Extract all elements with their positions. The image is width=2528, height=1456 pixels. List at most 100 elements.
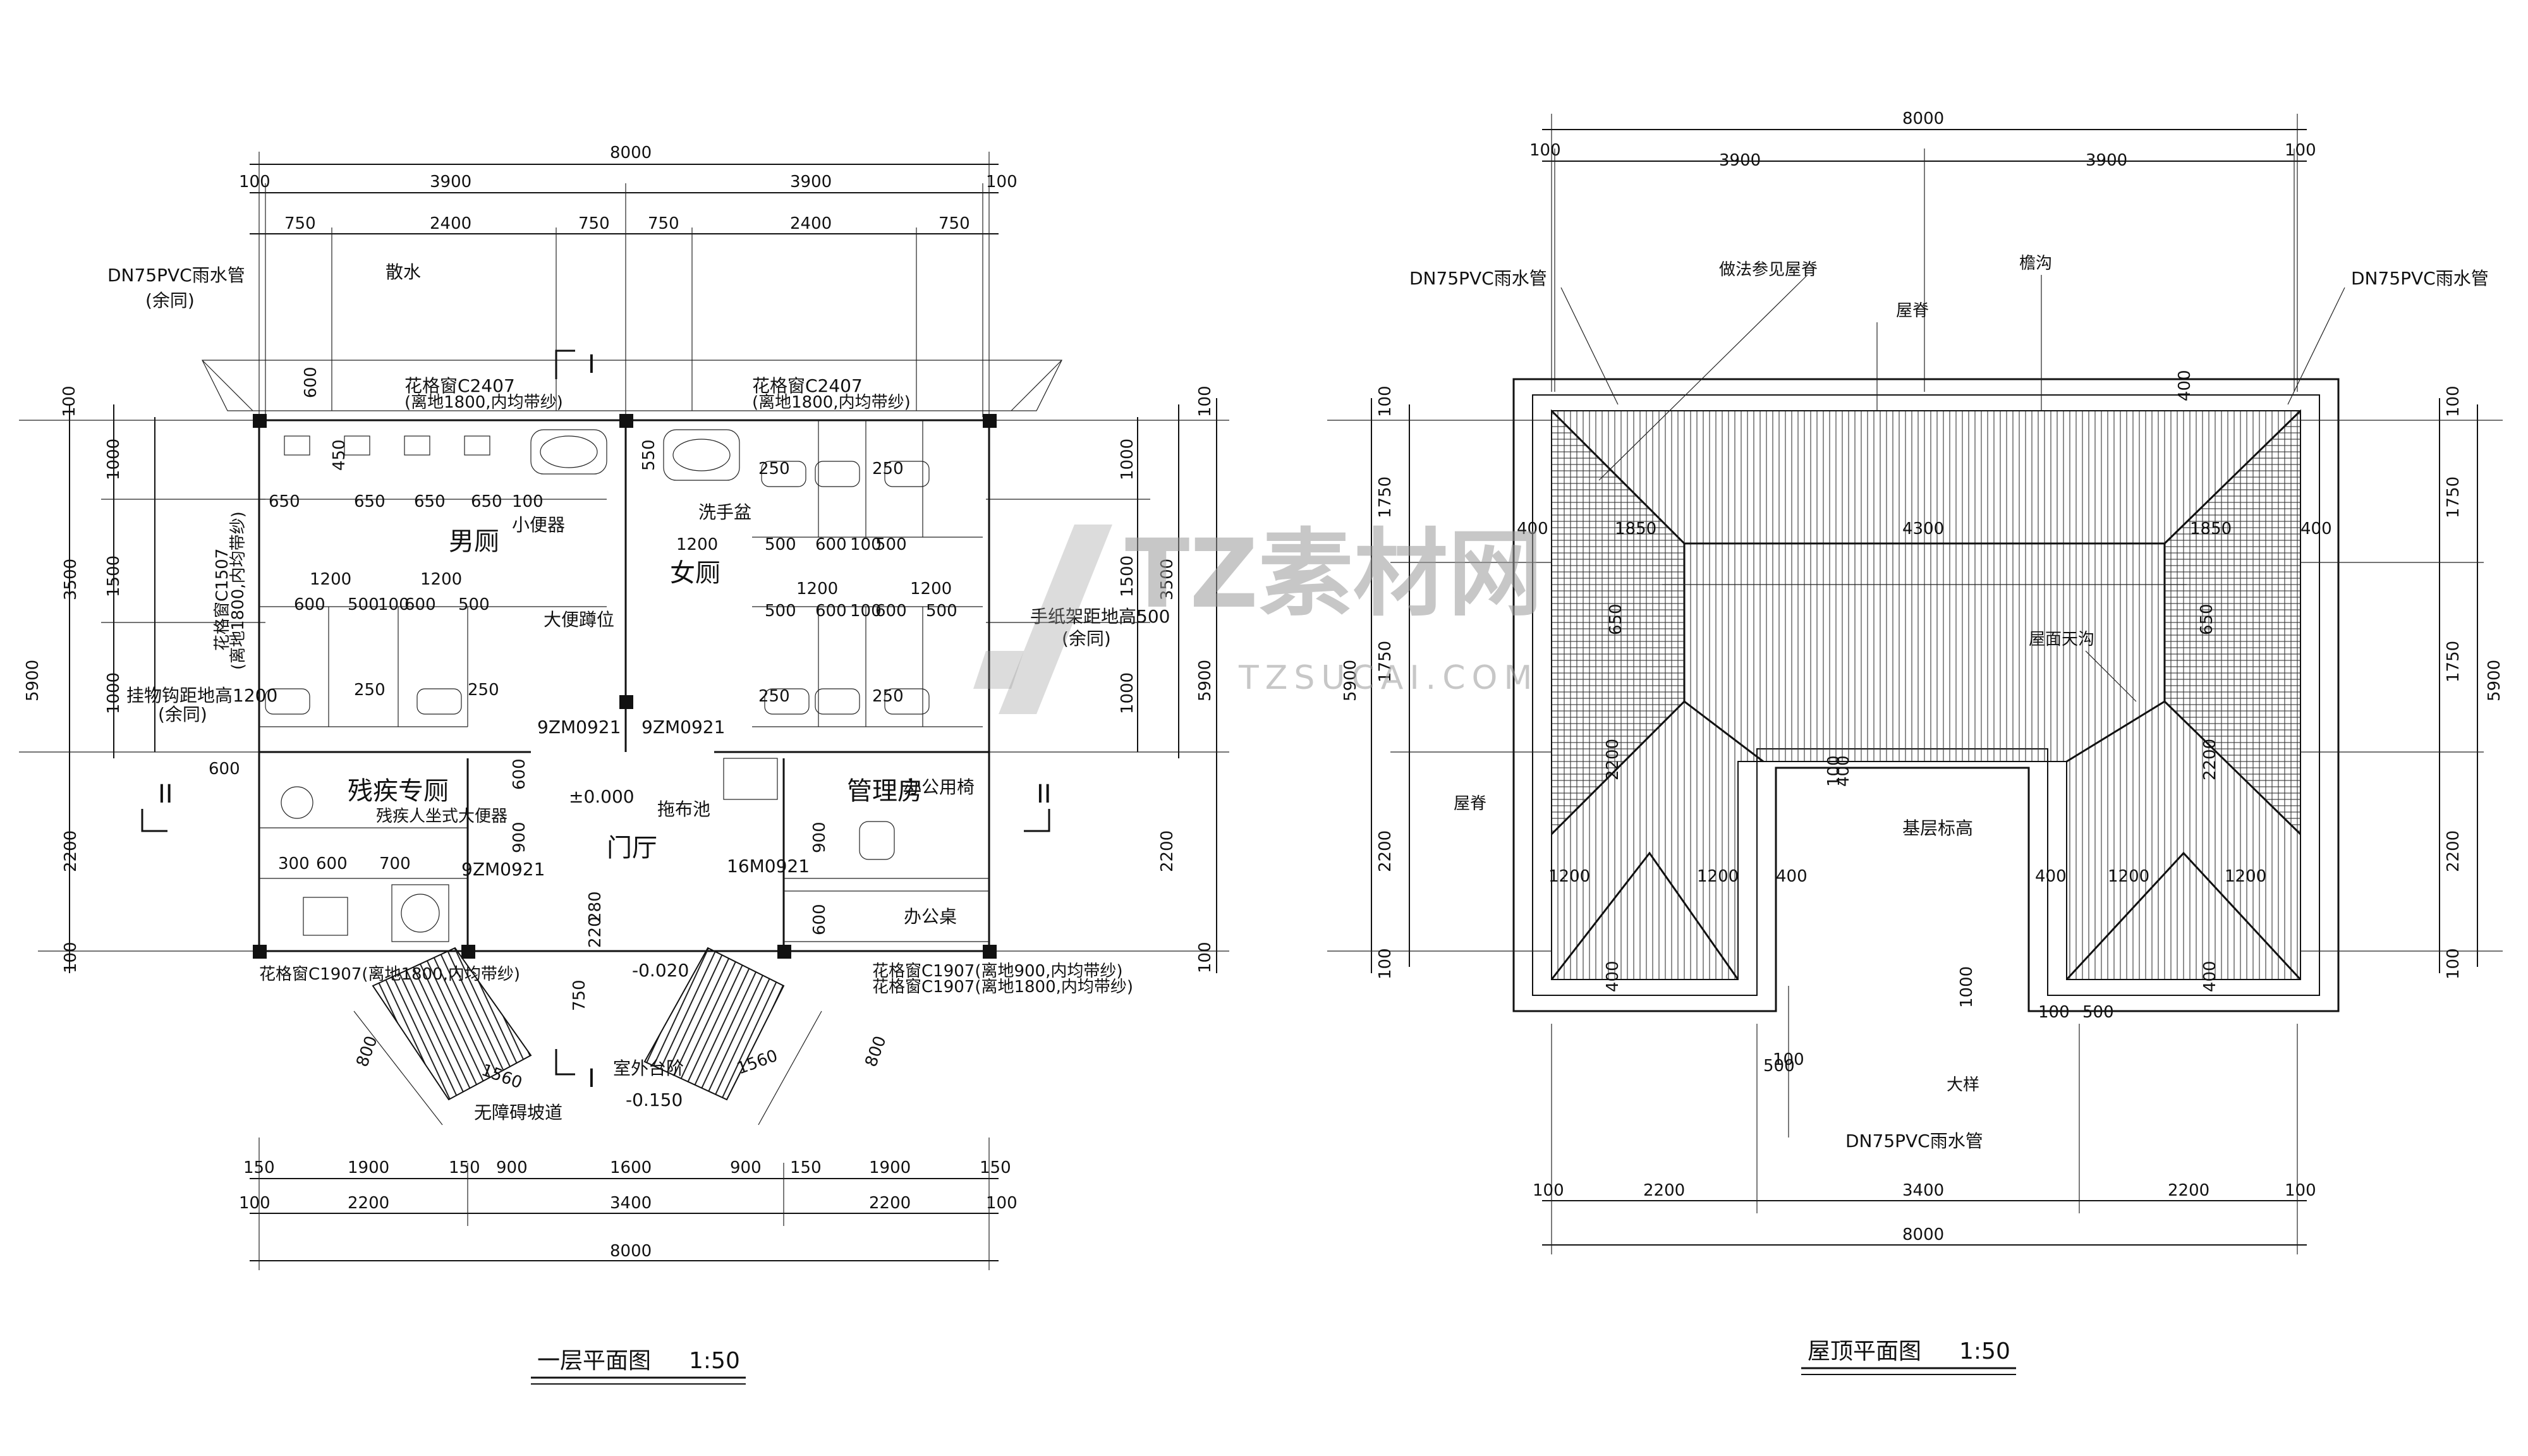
svg-text:100: 100 <box>2038 1003 2070 1022</box>
dim-right-edge-b: 100 <box>1196 942 1215 973</box>
roof-dim-100a: 100 <box>1529 141 1561 160</box>
svg-text:600: 600 <box>294 595 325 614</box>
label-steps: 室外台阶 <box>613 1058 684 1079</box>
svg-text:5900: 5900 <box>2485 660 2504 701</box>
label-win-br1: 花格窗C1907(离地900,内均带纱) <box>872 962 1123 981</box>
level-1: -0.020 <box>632 960 689 981</box>
dim-right-1000a: 1000 <box>1118 439 1137 480</box>
dim-b-150a: 150 <box>243 1158 275 1177</box>
label-urinal: 小便器 <box>512 514 565 535</box>
dim-b-1900b: 1900 <box>869 1158 911 1177</box>
dim-seg-6: 750 <box>939 214 970 233</box>
floor-labels: 男厕 女厕 残疾专厕 管理房 门厅 DN75PVC雨水管 (余同) 散水 花格窗… <box>107 262 1170 1123</box>
svg-text:250: 250 <box>468 681 499 700</box>
label-win-br2: 花格窗C1907(离地1800,内均带纱) <box>872 978 1133 997</box>
svg-text:500: 500 <box>875 535 907 554</box>
svg-text:400: 400 <box>2300 519 2332 538</box>
dim-b-1900a: 1900 <box>348 1158 389 1177</box>
svg-text:400: 400 <box>1603 961 1622 992</box>
dim-b-8000: 8000 <box>610 1242 652 1261</box>
label-win-bl: 花格窗C1907(离地1800,内均带纱) <box>259 965 520 984</box>
room-women: 女厕 <box>670 559 720 588</box>
room-manager: 管理房 <box>847 777 923 806</box>
svg-text:500: 500 <box>765 602 796 621</box>
svg-text:600: 600 <box>510 758 529 790</box>
watermark-cn: TZ素材网 <box>1125 519 1543 629</box>
roof-label-ridge: 屋脊 <box>1896 301 1929 320</box>
roof-label-downpipe-l: DN75PVC雨水管 <box>1409 268 1547 289</box>
svg-text:600: 600 <box>316 854 348 873</box>
svg-text:650: 650 <box>1607 604 1626 635</box>
dim-left-1000b: 1000 <box>104 672 123 714</box>
svg-text:600: 600 <box>875 602 907 621</box>
svg-text:250: 250 <box>758 459 790 478</box>
svg-text:2200: 2200 <box>1376 830 1395 872</box>
watermark-logo-icon <box>973 525 1112 714</box>
svg-text:800: 800 <box>353 1033 381 1069</box>
dim-b-2200a: 2200 <box>348 1194 389 1213</box>
label-window-right: 花格窗C2407 <box>752 375 863 396</box>
dim-right-edge-t: 100 <box>1196 385 1215 417</box>
svg-text:650: 650 <box>414 492 446 511</box>
roof-body <box>1512 378 2340 1012</box>
floor-right-dimensions: 100 1000 3500 1500 1000 5900 2200 100 <box>986 385 1229 973</box>
roof-title-block: 屋顶平面图 1:50 <box>1801 1338 2016 1375</box>
svg-text:1200: 1200 <box>910 579 952 598</box>
svg-text:500: 500 <box>926 602 957 621</box>
roof-plan-scale: 1:50 <box>1959 1338 2010 1364</box>
svg-text:400: 400 <box>1776 867 1808 886</box>
roof-bottom-dimensions: 100 2200 3400 2200 100 8000 <box>1533 1024 2316 1254</box>
svg-text:700: 700 <box>379 854 411 873</box>
entrance-steps <box>353 947 822 1125</box>
svg-text:100: 100 <box>1773 1050 1804 1069</box>
dim-b-900b: 900 <box>730 1158 762 1177</box>
label-downpipe: DN75PVC雨水管 <box>107 265 245 286</box>
section-II-right: II <box>1036 780 1052 809</box>
label-window-left: 花格窗C2407 <box>404 375 515 396</box>
svg-text:1850: 1850 <box>1615 519 1656 538</box>
label-disabled-wc: 残疾人坐式大便器 <box>376 807 507 826</box>
floor-plan-title: 一层平面图 <box>537 1348 651 1374</box>
svg-text:100: 100 <box>1825 755 1844 787</box>
floor-bottom-dimensions: 150 1900 150 900 1600 900 150 1900 150 1… <box>239 1138 1018 1270</box>
room-men: 男厕 <box>449 527 499 556</box>
dim-b-100a: 100 <box>239 1194 270 1213</box>
svg-text:1200: 1200 <box>796 579 838 598</box>
label-door-1: 9ZM0921 <box>537 717 621 737</box>
svg-text:900: 900 <box>510 822 529 853</box>
dim-b-1600: 1600 <box>610 1158 652 1177</box>
dim-right-5900: 5900 <box>1196 660 1215 701</box>
label-basin: 洗手盆 <box>698 502 751 523</box>
label-door-3: 9ZM0921 <box>461 859 545 880</box>
svg-text:1750: 1750 <box>2444 641 2463 682</box>
dim-seg-1: 750 <box>284 214 316 233</box>
svg-text:500: 500 <box>1763 1057 1795 1076</box>
svg-text:100: 100 <box>1376 385 1395 417</box>
label-downpipe-note: (余同) <box>145 290 195 311</box>
svg-text:600: 600 <box>301 367 320 398</box>
dim-seg-5: 2400 <box>790 214 832 233</box>
svg-text:8000: 8000 <box>1902 1225 1944 1244</box>
svg-text:400: 400 <box>1834 755 1853 787</box>
dim-left-5900: 5900 <box>23 660 42 701</box>
svg-text:1200: 1200 <box>1548 867 1590 886</box>
label-paper-note: (余同) <box>1062 628 1111 649</box>
svg-text:400: 400 <box>2035 867 2067 886</box>
floor-title-block: 一层平面图 1:50 <box>531 1348 746 1385</box>
dim-b-900a: 900 <box>496 1158 528 1177</box>
dim-right-1000b: 1000 <box>1118 672 1137 714</box>
label-mop: 拖布池 <box>657 799 710 820</box>
svg-text:4300: 4300 <box>1902 519 1944 538</box>
svg-text:600: 600 <box>815 602 847 621</box>
svg-text:280: 280 <box>586 891 605 923</box>
svg-text:250: 250 <box>872 687 904 706</box>
label-hook-note: (余同) <box>158 704 207 725</box>
room-hall: 门厅 <box>607 834 657 863</box>
svg-text:600: 600 <box>209 760 240 779</box>
dim-right-1500: 1500 <box>1118 555 1137 597</box>
floor-plan: 8000 3900 3900 100 100 750 2400 750 750 … <box>19 143 1229 1385</box>
dim-b-2200b: 2200 <box>869 1194 911 1213</box>
dim-left-edge-b: 100 <box>61 942 80 973</box>
label-squat: 大便蹲位 <box>544 609 614 630</box>
